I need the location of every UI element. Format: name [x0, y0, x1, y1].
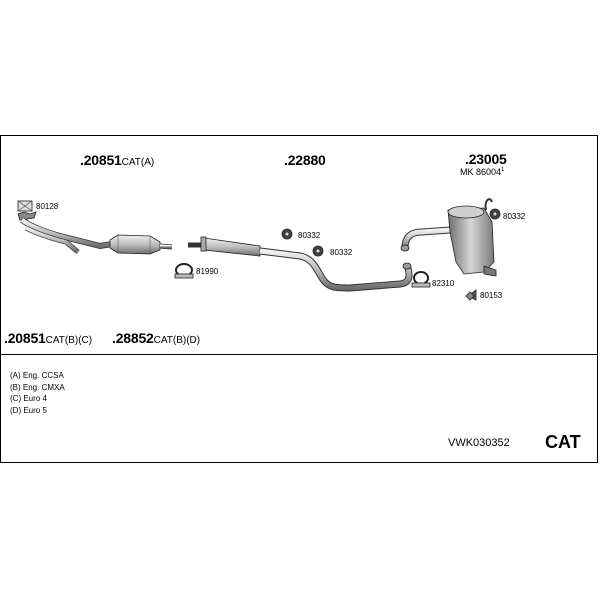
diagram-frame [0, 135, 598, 463]
part-number-catalyst-bd: .28852CAT(B)(D) [112, 330, 201, 346]
part-number-catalyst-a: .20851CAT(A) [80, 152, 155, 168]
rear-silencer [400, 198, 497, 277]
bracket-80153 [465, 289, 477, 301]
rubber-mount-80332-b [312, 245, 324, 257]
mounting-kit-label: MK 860041 [460, 167, 505, 177]
note-a: (A) Eng. CCSA [10, 371, 64, 380]
note-d: (D) Euro 5 [10, 405, 47, 415]
system-code: VWK030352 [448, 437, 510, 449]
front-pipe-catalyst [17, 200, 173, 255]
rubber-mount-80332-c [489, 208, 501, 220]
callout-82310: 82310 [432, 279, 455, 288]
divider-line [0, 354, 598, 355]
callout-80332-b: 80332 [330, 248, 353, 257]
middle-pipe-silencer [188, 236, 413, 292]
part-number-catalyst-bc: .20851CAT(B)(C) [4, 330, 93, 346]
engine-notes: (A) Eng. CCSA (B) Eng. CMXA (C) Euro 4 (… [10, 370, 65, 416]
callout-80332-c: 80332 [503, 212, 526, 221]
callout-81990: 81990 [196, 267, 219, 276]
part-number-rear-silencer: .23005 [465, 151, 507, 167]
part-number-middle-pipe: .22880 [284, 152, 326, 168]
note-b: (B) Eng. CMXA [10, 382, 65, 392]
callout-80128: 80128 [36, 202, 59, 211]
gasket-80128 [17, 211, 37, 221]
callout-80332-a: 80332 [298, 231, 321, 240]
category-label: CAT [545, 432, 581, 452]
callout-80153: 80153 [480, 291, 503, 300]
note-c: (C) Euro 4 [10, 394, 47, 403]
rubber-mount-80332-a [281, 228, 293, 240]
clamp-81990 [174, 263, 194, 279]
clamp-82310 [411, 271, 431, 288]
